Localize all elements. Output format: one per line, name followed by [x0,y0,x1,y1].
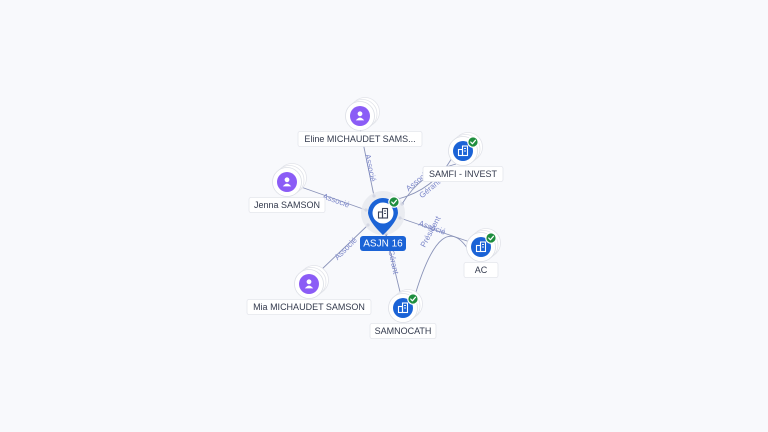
building-icon [475,241,487,253]
center-label: ASJN 16 [363,239,403,250]
building-icon [397,302,409,314]
node-jenna[interactable]: Jenna SAMSON [248,163,326,213]
edge-label: Associé [333,235,360,262]
node-label: Eline MICHAUDET SAMS... [304,134,415,144]
node-samfi[interactable]: SAMFI - INVEST [422,132,504,182]
person-icon [304,279,314,289]
node-label: Mia MICHAUDET SAMSON [253,302,365,312]
node-label: SAMFI - INVEST [429,169,498,179]
node-label: AC [475,265,488,275]
building-icon [377,207,389,219]
edge-line [300,186,367,211]
verified-check-icon [485,232,497,244]
edge-label: Associé [363,153,378,183]
node-label: SAMNOCATH [375,326,432,336]
nodes-layer: Eline MICHAUDET SAMS... Jenna SAMSON Mia M… [246,97,504,339]
verified-check-icon [388,196,400,208]
node-ac[interactable]: AC [463,228,501,278]
node-label-bg [248,197,326,213]
center-node[interactable]: ASJN 16 [360,191,406,251]
edge-line [412,235,473,303]
building-icon [457,145,469,157]
edge-label: Gérant [386,249,400,276]
node-label-bg [422,166,504,182]
node-label-bg [246,299,372,315]
node-samnocath[interactable]: SAMNOCATH [369,289,437,339]
person-icon [282,177,292,187]
verified-check-icon [467,136,479,148]
verified-check-icon [407,293,419,305]
edge-label: Associé [321,192,351,210]
node-label-bg [463,262,499,278]
node-eline[interactable]: Eline MICHAUDET SAMS... [297,97,423,147]
center-label-bg [360,236,406,251]
node-label: Jenna SAMSON [254,200,320,210]
edge-line [397,157,453,200]
person-icon [355,111,365,121]
node-label-bg [369,323,437,339]
node-mia[interactable]: Mia MICHAUDET SAMSON [246,265,372,315]
node-label-bg [297,131,423,147]
edge-line [319,224,369,272]
edge-line [399,217,471,243]
